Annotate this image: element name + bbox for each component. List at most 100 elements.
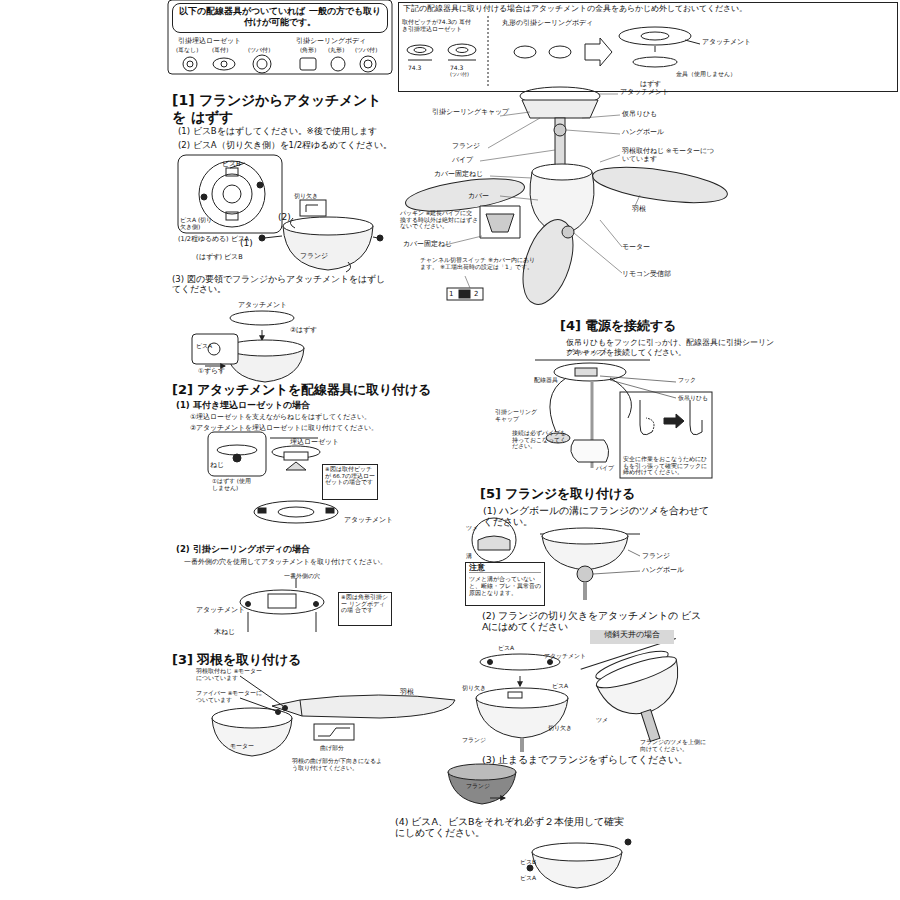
detach-figure — [192, 311, 304, 382]
part-label: (1) ビスBをはずしてください。※後で使用します — [178, 126, 377, 136]
rosette-figure-part — [258, 508, 266, 513]
part-label: カバー固定ねじ — [434, 170, 483, 178]
part-label: (耳付) — [212, 47, 228, 54]
detach-figure-part — [205, 366, 225, 367]
remove-bracket-figure-part — [585, 38, 612, 66]
part-label: カバー固定ねじ — [403, 240, 452, 248]
power-connection-figure-part — [610, 378, 631, 418]
section-heading: [1] フランジからアタッチメントを はずす — [172, 92, 392, 126]
blade-figure-part — [212, 708, 292, 728]
part-label: フランジ — [452, 142, 480, 150]
part-label: ビスB — [222, 160, 241, 168]
ceiling-body-figure-part — [316, 612, 317, 632]
section-heading: (2) 引掛シーリングボディの場合 — [176, 544, 310, 554]
flange-install-figure-part — [527, 865, 533, 871]
flange-install-figure-part — [581, 638, 704, 754]
detach-figure-part — [192, 334, 238, 364]
rosette-figure-part — [326, 508, 334, 513]
node-text: 安全に作業をおこなうためにひもを引っ張って確実にフックに締め付けてください。 — [623, 456, 709, 476]
flange-install-figure-part — [577, 566, 593, 582]
remove-bracket-figure-part — [549, 46, 571, 58]
header-box: 以下の配線器具がついていれば 一般の方でも取り付けが可能です。 — [172, 3, 388, 33]
attachment-top-view-part — [178, 155, 282, 233]
flange-side-view-part — [346, 262, 351, 272]
remove-bracket-figure-part — [448, 60, 476, 61]
section-heading: [2] アタッチメントを配線器具に取り付ける — [172, 382, 431, 398]
part-label: 引掛埋込ローゼット — [178, 37, 241, 45]
part-label: ツメ — [466, 524, 478, 531]
part-label: (2) — [278, 212, 291, 223]
power-connection-figure-part — [664, 414, 684, 428]
ceiling-fan-part — [532, 164, 592, 180]
part-label: ビスB — [520, 858, 536, 865]
part-label: ねじ — [210, 462, 224, 470]
part-label: (はずす) ビスB — [196, 254, 243, 262]
part-label: アタッチメント — [566, 348, 608, 355]
part-label: モーター — [230, 742, 254, 749]
part-label: アタッチメント — [702, 38, 751, 46]
rosette-figure-part — [208, 432, 266, 476]
part-label: 切り欠き — [294, 192, 318, 199]
power-connection-figure-part — [571, 440, 609, 462]
part-label: (角形) — [300, 47, 316, 54]
node-text: 以下の配線器具がついていれば 一般の方でも取り付けが可能です。 — [179, 6, 381, 28]
part-label: 2 — [474, 290, 478, 298]
ceiling-body-figure-part — [248, 612, 249, 632]
flange-install-figure-part — [548, 660, 553, 665]
attachment-top-view-part — [257, 182, 263, 188]
part-label: (1) — [240, 238, 253, 249]
part-label: ビスA — [498, 644, 514, 651]
remove-bracket-figure-part — [633, 57, 677, 67]
ceiling-fan-part — [500, 196, 538, 200]
ceiling-body-figure-part — [268, 594, 296, 608]
part-label: ②アタッチメントを埋込ローゼットに取り付けてください。 — [190, 424, 378, 432]
ceiling-fan-part — [574, 233, 622, 273]
part-label: (ツバ付) — [248, 47, 270, 54]
ceiling-fan-part — [490, 176, 532, 178]
part-label: 引掛シーリング キャップ — [495, 408, 539, 422]
part-label: 木ねじ — [214, 628, 235, 636]
ceiling-fan-part — [555, 118, 565, 166]
ceiling-body-figure — [240, 578, 324, 632]
attachment-top-view-part — [226, 168, 238, 176]
intro-frame-part — [360, 56, 376, 72]
part-label: アタッチメント — [544, 652, 586, 659]
part-label: フランジ — [462, 736, 486, 743]
rosette-figure-part — [284, 452, 308, 460]
part-label: ②はずす — [290, 326, 317, 334]
flange-side-view — [259, 200, 383, 272]
note-box: ※図は取付ピッチが 66.7の埋込ロー ゼットの場合です — [322, 464, 378, 500]
flange-side-view-part — [283, 217, 373, 235]
power-connection-figure-part — [620, 392, 712, 478]
part-label: フランジ — [466, 782, 490, 789]
part-label: 曲げ部分 — [320, 744, 344, 751]
flange-install-figure-part — [520, 738, 524, 752]
remove-bracket-figure-part — [488, 16, 489, 88]
blade-figure — [212, 676, 455, 756]
flange-install-figure-part — [490, 798, 505, 799]
ceiling-body-figure-part — [240, 590, 324, 614]
caution-heading: 注意 — [469, 563, 541, 573]
part-label: 配線器具 — [534, 376, 558, 383]
part-label: アタッチメント — [620, 88, 669, 96]
flange-install-figure-part — [641, 710, 660, 742]
power-connection-figure-part — [575, 368, 597, 376]
part-label: (3) 図の要領でフランジからアタッチメントをはずしてください。 — [172, 274, 387, 294]
detach-figure-part — [230, 311, 294, 325]
part-label: パイプ — [452, 156, 473, 164]
ceiling-body-figure-part — [314, 602, 319, 607]
part-label: チャンネル切替スイッチ ※カバー内にあります。 ※工場出荷時の設定は「1」です。 — [420, 256, 535, 270]
part-label: 仮吊りひも — [622, 110, 657, 118]
blade-figure-part — [272, 695, 455, 718]
rosette-figure-part — [278, 507, 314, 517]
part-label: モーター — [622, 243, 650, 251]
intro-frame-part — [257, 59, 267, 69]
ceiling-fan-part — [600, 220, 622, 247]
part-label: ビスA — [520, 874, 536, 881]
part-label: 仮吊りひも — [678, 394, 708, 401]
part-label: フランジのツメを上側に向けてください。 — [640, 738, 710, 752]
part-label: ビスA — [552, 682, 568, 689]
part-label: 埋込ローゼット — [290, 438, 339, 446]
part-label: 74.3 — [408, 64, 421, 71]
